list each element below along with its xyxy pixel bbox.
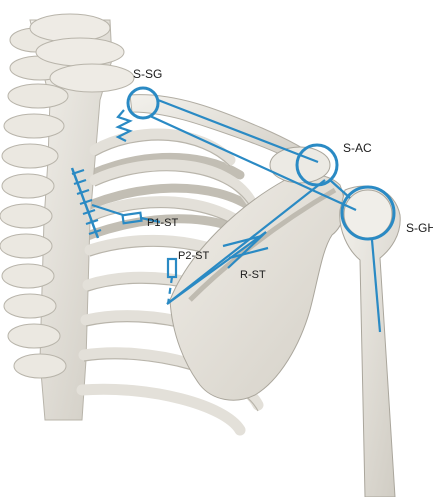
label-sac: S-AC [343, 141, 372, 155]
label-p1st: P1-ST [147, 217, 178, 229]
label-sgh: S-GH [406, 221, 433, 235]
label-p2st: P2-ST [178, 250, 209, 262]
humeral-head [344, 190, 392, 238]
label-ssg: S-SG [133, 67, 162, 81]
label-rst: R-ST [240, 269, 266, 281]
